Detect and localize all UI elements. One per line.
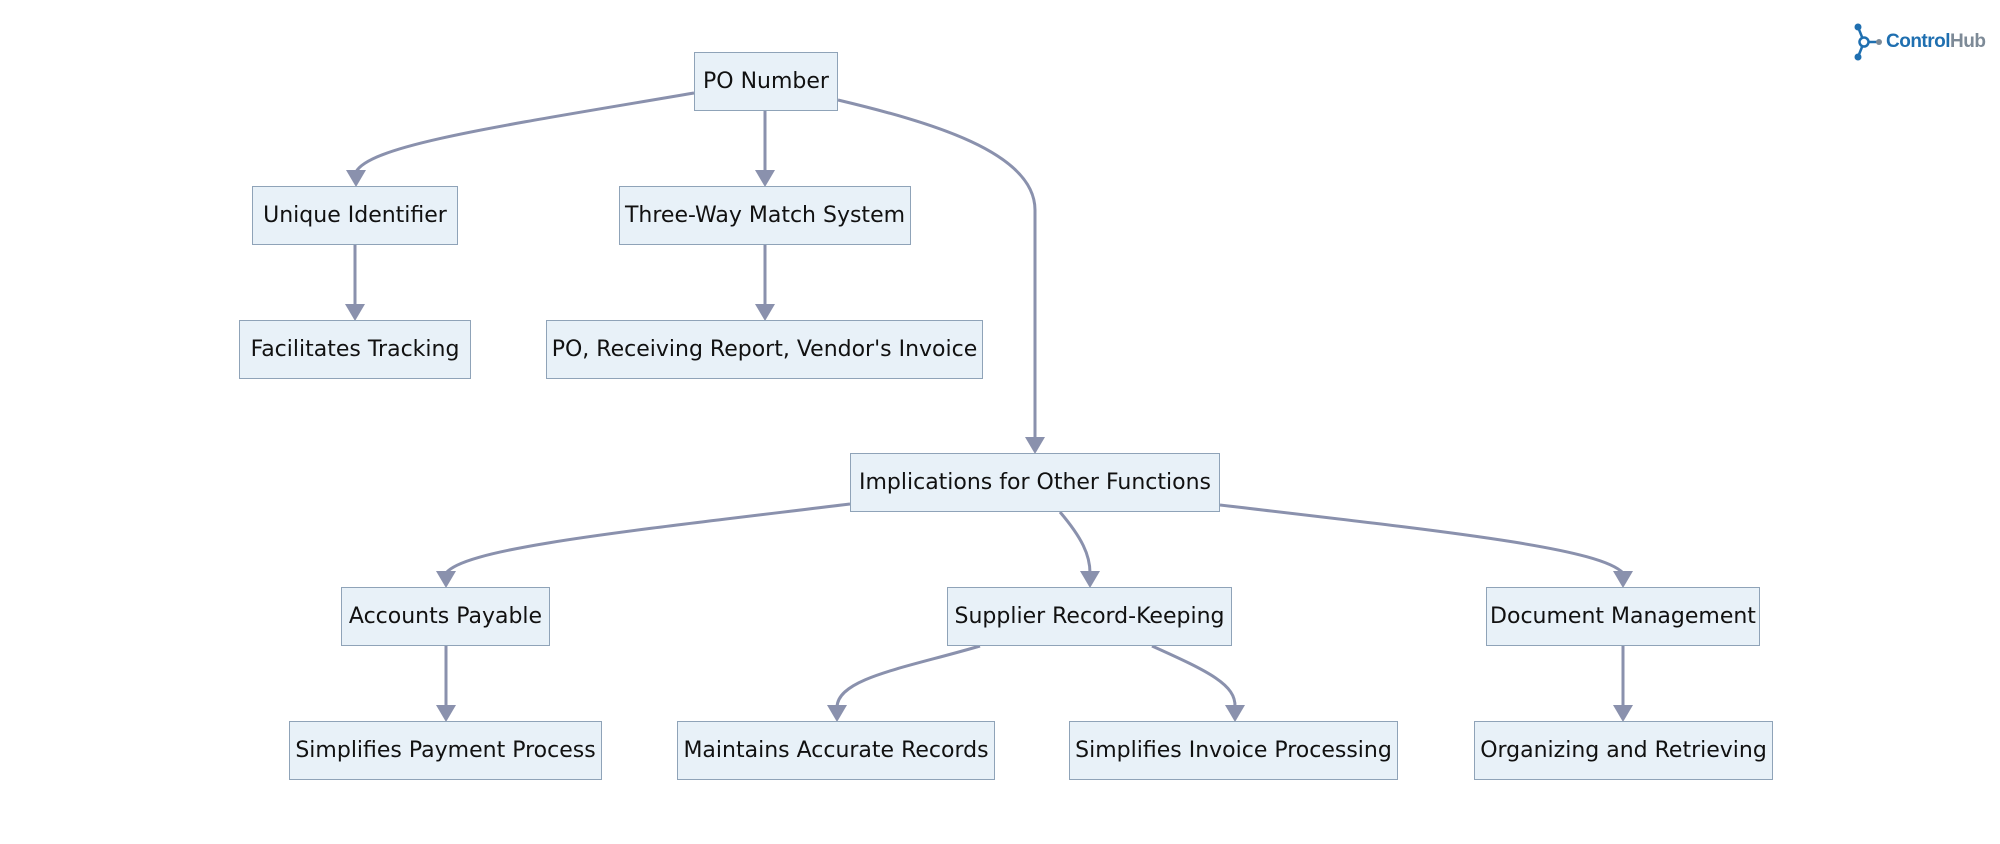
arrowhead-po-documents xyxy=(755,304,775,321)
network-nodes-icon xyxy=(1854,23,1882,61)
arrowhead-three-way-match xyxy=(755,170,775,187)
arrowhead-implications xyxy=(1025,437,1045,454)
arrowhead-simplifies-payment xyxy=(436,705,456,722)
edge-implications-to-document-management xyxy=(1219,503,1625,575)
node-accounts-payable: Accounts Payable xyxy=(341,587,550,646)
node-document-management: Document Management xyxy=(1486,587,1760,646)
controlhub-logo: ControlHub xyxy=(1852,22,1986,62)
edge-supplier-record-keeping-to-maintains-records xyxy=(835,644,981,708)
brand-name-part1: Control xyxy=(1886,31,1951,52)
node-maintains-accurate-records: Maintains Accurate Records xyxy=(677,721,995,780)
arrowhead-accounts-payable xyxy=(436,571,456,588)
node-supplier-record-keeping: Supplier Record-Keeping xyxy=(947,587,1232,646)
node-three-way-match-system: Three-Way Match System xyxy=(619,186,911,245)
node-organizing-and-retrieving: Organizing and Retrieving xyxy=(1474,721,1773,780)
node-po-receiving-report-vendor-invoice: PO, Receiving Report, Vendor's Invoice xyxy=(546,320,983,379)
node-simplifies-payment-process: Simplifies Payment Process xyxy=(289,721,602,780)
node-implications-for-other-functions: Implications for Other Functions xyxy=(850,453,1220,512)
arrowhead-supplier-record-keeping xyxy=(1080,571,1100,588)
arrowhead-facilitates-tracking xyxy=(345,304,365,321)
node-unique-identifier: Unique Identifier xyxy=(252,186,458,245)
node-simplifies-invoice-processing: Simplifies Invoice Processing xyxy=(1069,721,1398,780)
brand-name-part2: Hub xyxy=(1950,31,1986,52)
edge-po-to-implications xyxy=(837,98,1037,438)
arrowhead-maintains-records xyxy=(827,705,847,722)
edge-supplier-record-keeping-to-simplifies-invoice xyxy=(1151,644,1237,708)
edge-implications-to-accounts-payable xyxy=(444,502,851,575)
node-facilitates-tracking: Facilitates Tracking xyxy=(239,320,471,379)
brand-name: ControlHub xyxy=(1886,31,1986,53)
arrowhead-organizing-retrieving xyxy=(1613,705,1633,722)
arrowhead-document-management xyxy=(1613,571,1633,588)
edge-implications-to-supplier-record-keeping xyxy=(1058,511,1092,574)
node-po-number: PO Number xyxy=(694,52,838,111)
arrowhead-unique-identifier xyxy=(346,170,366,187)
arrowhead-simplifies-invoice xyxy=(1225,705,1245,722)
edge-po-to-unique-identifier xyxy=(354,91,695,173)
